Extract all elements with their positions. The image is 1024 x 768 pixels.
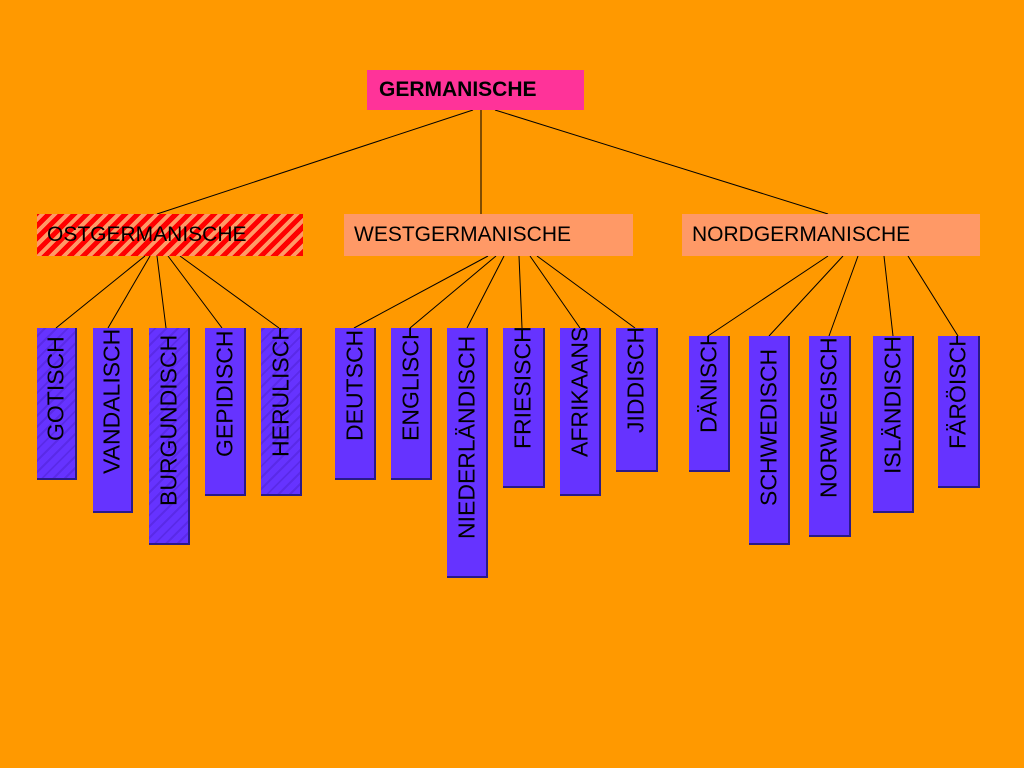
connector-west-englisch [409,255,497,329]
connector-ost-vandalisch [107,255,151,329]
leaf-herulisch: HERULISCH [261,328,302,496]
leaf-label: DEUTSCH [341,329,367,441]
leaf-label: JIDDISCH [622,328,649,433]
leaf-label: FRIESISCH [509,328,536,449]
leaf-label: ISLÄNDISCH [879,336,905,474]
leaf-label: DÄNISCH [695,336,721,433]
branch-label: NORDGERMANISCHE [692,223,911,246]
connector-ost-gotisch [55,255,146,329]
leaf-vandalisch: VANDALISCH [93,328,133,513]
leaf-label: SCHWEDISCH [755,348,781,506]
leaf-afrikaans: AFRIKAANS [560,328,601,496]
branch-nordgermanische: NORDGERMANISCHE [682,214,980,256]
connector-west-deutsch [353,255,489,329]
branch-label: OSTGERMANISCHE [47,223,247,246]
connector-west-friesisch [518,255,523,329]
leaf-burgundisch: BURGUNDISCH [149,328,190,545]
leaf-friesisch: FRIESISCH [503,328,545,488]
branch-label: WESTGERMANISCHE [354,223,572,246]
leaf-label: GOTISCH [42,336,69,441]
connector-west-jiddisch [536,255,636,329]
connector-nord-faeroeisch [907,255,959,337]
leaf-daenisch: DÄNISCH [689,336,730,472]
leaf-label: BURGUNDISCH [155,334,181,506]
leaf-label: FÄRÖISCH [944,336,971,449]
connector-nord-norwegisch [828,255,859,337]
leaf-label: GEPIDISCH [211,330,237,457]
leaf-norwegisch: NORWEGISCH [809,336,851,537]
connector-root-ost [156,109,474,215]
connector-nord-daenisch [707,255,829,337]
connector-nord-schwedisch [768,255,844,337]
branch-westgermanische: WESTGERMANISCHE [344,214,633,256]
leaf-schwedisch: SCHWEDISCH [749,336,790,545]
leaf-englisch: ENGLISCH [391,328,432,480]
leaf-niederlaendisch: NIEDERLÄNDISCH [447,328,488,578]
connector-west-afrikaans [529,255,581,329]
connector-root-nord [494,109,829,215]
leaf-label: AFRIKAANS [566,328,592,457]
branch-ostgermanische: OSTGERMANISCHE [37,214,303,256]
connector-nord-islaendisch [883,255,894,337]
leaf-label: NIEDERLÄNDISCH [453,335,479,539]
connector-ost-gepidisch [167,255,223,329]
leaf-deutsch: DEUTSCH [335,328,376,480]
leaf-gepidisch: GEPIDISCH [205,328,246,496]
leaf-faeroeisch: FÄRÖISCH [938,336,980,488]
leaf-label: VANDALISCH [98,328,125,474]
connector-ost-burgundisch [156,255,167,329]
root-label: GERMANISCHE [379,78,537,101]
connector-west-niederlaendisch [466,255,505,329]
leaf-label: ENGLISCH [397,328,423,441]
leaf-gotisch: GOTISCH [37,328,77,480]
leaf-islaendisch: ISLÄNDISCH [873,336,914,513]
root-node: GERMANISCHE [367,70,584,110]
connector-ost-herulisch [179,255,280,329]
leaf-label: HERULISCH [267,328,293,457]
leaf-jiddisch: JIDDISCH [616,328,658,472]
leaf-label: NORWEGISCH [815,337,842,498]
